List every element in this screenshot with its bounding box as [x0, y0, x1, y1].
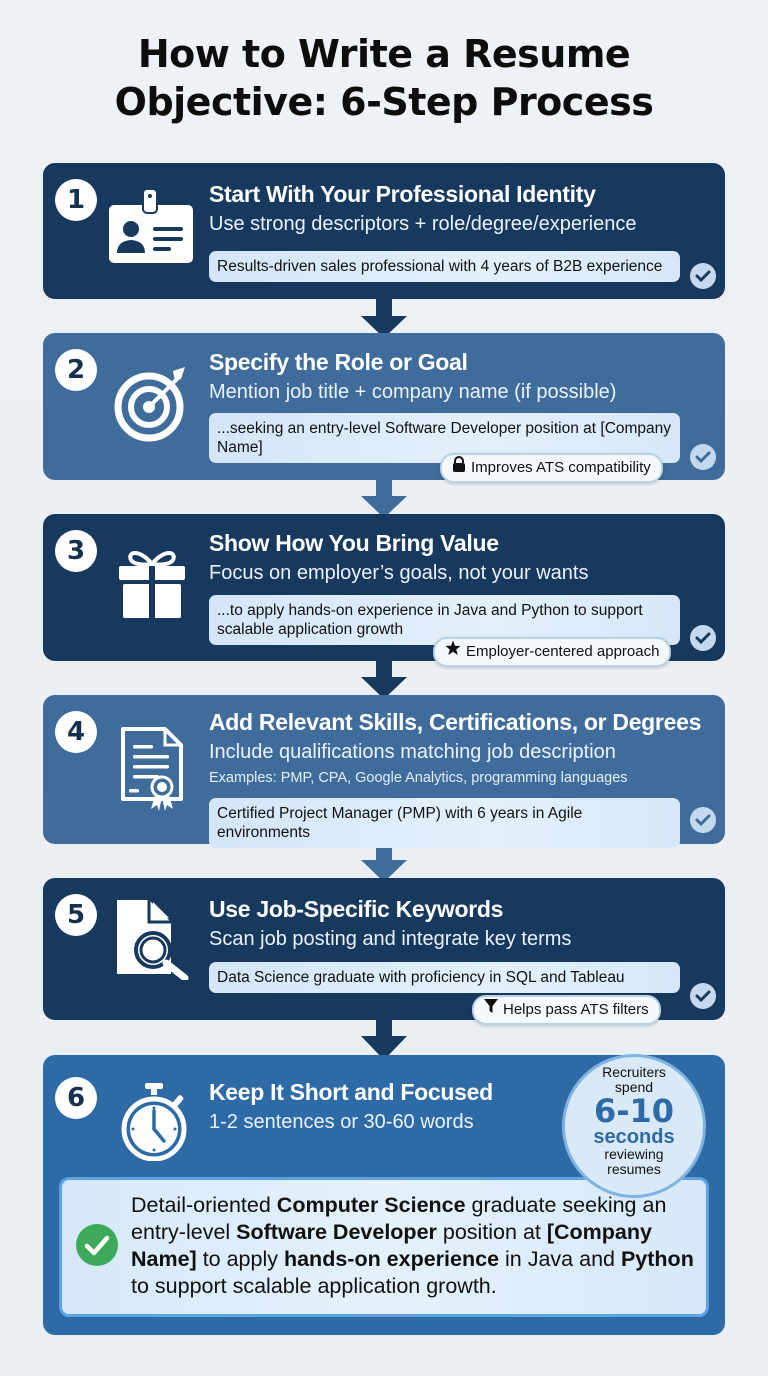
check-icon: [690, 263, 716, 289]
arrow-2-3: [361, 478, 407, 522]
step-subheading: Mention job title + company name (if pos…: [209, 381, 617, 403]
step-heading: Use Job-Specific Keywords: [209, 896, 504, 922]
step-number-badge: 1: [55, 179, 97, 221]
badge-label: Improves ATS compatibility: [471, 459, 651, 476]
step-example: Results-driven sales professional with 4…: [209, 251, 680, 282]
step-heading: Specify the Role or Goal: [209, 349, 468, 375]
step-card-2: 2 Specify the Role or Goal Mention job t…: [43, 333, 725, 483]
final-example-text: Detail-oriented Computer Science graduat…: [131, 1193, 694, 1298]
step-card-5: 5 Use Job-Specific Keywords Scan job pos…: [43, 878, 725, 1025]
step-number-badge: 2: [55, 349, 97, 391]
step-example: Certified Project Manager (PMP) with 6 y…: [209, 798, 680, 848]
ats-filters-badge: Helps pass ATS filters: [472, 995, 661, 1025]
stat-line-4: resumes: [607, 1161, 661, 1177]
recruiter-stat-circle: Recruiters spend 6-10 seconds reviewing …: [562, 1054, 706, 1198]
step-card-1: 1 Start With Your Professional Identity …: [43, 163, 725, 299]
page-title: How to Write a Resume Objective: 6-Step …: [0, 30, 768, 126]
step-heading: Start With Your Professional Identity: [209, 181, 596, 207]
step-example: ...seeking an entry-level Software Devel…: [209, 413, 680, 463]
step-card-4: 4 Add Relevant Skills, Certifications, o…: [43, 695, 725, 848]
step-number-badge: 5: [55, 894, 97, 936]
stat-line-2: spend: [614, 1079, 654, 1095]
badge-label: Helps pass ATS filters: [503, 1001, 649, 1018]
step-card-3: 3 Show How You Bring Value Focus on empl…: [43, 514, 725, 667]
filter-icon: [484, 997, 498, 1023]
step-number-badge: 3: [55, 530, 97, 572]
document-search-icon: [115, 898, 195, 982]
stat-unit: seconds: [593, 1126, 675, 1148]
stat-line-3: reviewing: [604, 1146, 664, 1162]
title-line-1: How to Write a Resume: [137, 32, 631, 76]
step-subheading: Scan job posting and integrate key terms: [209, 928, 572, 950]
ats-compatibility-badge: Improves ATS compatibility: [440, 453, 663, 483]
check-icon: [690, 444, 716, 470]
badge-label: Employer-centered approach: [466, 643, 660, 660]
step-number-badge: 4: [55, 711, 97, 753]
step-example: ...to apply hands-on experience in Java …: [209, 595, 680, 645]
star-icon: [445, 639, 461, 665]
step-subheading: Include qualifications matching job desc…: [209, 741, 616, 763]
target-icon: [113, 365, 191, 443]
stat-line-1: Recruiters: [602, 1064, 666, 1080]
check-icon: [690, 625, 716, 651]
lock-icon: [452, 455, 466, 481]
arrow-1-2: [361, 298, 407, 342]
step-subheading: Focus on employer’s goals, not your want…: [209, 562, 589, 584]
step-subheading: Use strong descriptors + role/degree/exp…: [209, 213, 637, 235]
green-check-icon: [76, 1224, 118, 1266]
step-heading: Keep It Short and Focused: [209, 1079, 493, 1105]
employer-centered-badge: Employer-centered approach: [433, 637, 672, 667]
check-icon: [690, 983, 716, 1009]
arrow-3-4: [361, 659, 407, 703]
id-badge-icon: [107, 188, 197, 265]
step-subheading: 1-2 sentences or 30-60 words: [209, 1111, 474, 1133]
final-example-box: Detail-oriented Computer Science graduat…: [59, 1177, 709, 1317]
title-line-2: Objective: 6-Step Process: [114, 80, 654, 124]
step-number-badge: 6: [55, 1077, 97, 1119]
step-heading: Add Relevant Skills, Certifications, or …: [209, 709, 702, 735]
stat-value: 6-10: [593, 1092, 675, 1130]
step-note: Examples: PMP, CPA, Google Analytics, pr…: [209, 770, 628, 786]
step-example: Data Science graduate with proficiency i…: [209, 962, 680, 993]
gift-icon: [117, 546, 187, 620]
stopwatch-icon: [117, 1083, 191, 1162]
check-icon: [690, 807, 716, 833]
certificate-icon: [119, 725, 189, 811]
step-heading: Show How You Bring Value: [209, 530, 499, 556]
